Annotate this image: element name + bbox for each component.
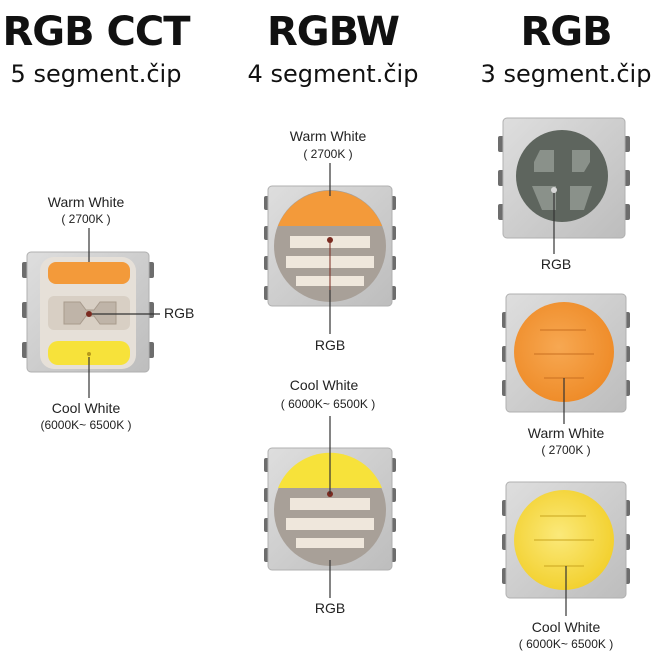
rgbcct-warm-segment	[48, 262, 130, 284]
rgb-warm-white-label: Warm White	[527, 425, 605, 441]
rgbcct-chip	[22, 251, 154, 373]
rgb-cool-white-temp: ( 6000K~ 6500K )	[518, 637, 614, 651]
rgbcct-warm-white-temp: ( 2700K )	[61, 212, 111, 226]
rgbw-chip-top	[264, 185, 396, 307]
column-title-rgbcct: RGB CCT	[2, 9, 190, 55]
rgb-chip-cool	[502, 481, 630, 599]
rgbw-rgb-label-top: RGB	[314, 337, 346, 353]
rgbcct-cool-white-label: Cool White	[51, 400, 121, 416]
rgbw-rgb-label-bottom: RGB	[314, 600, 346, 616]
column-title-rgbw: RGBW	[266, 9, 400, 55]
rgbw-cool-white-temp: ( 6000K~ 6500K )	[280, 397, 376, 411]
column-subtitle-rgbcct: 5 segment.čip	[10, 60, 182, 88]
rgbw-warm-white-temp: ( 2700K )	[303, 147, 353, 161]
rgbw-warm-white-label: Warm White	[289, 128, 367, 144]
rgbcct-cool-white-temp: (6000K~ 6500K )	[40, 418, 132, 432]
column-title-rgb: RGB	[520, 9, 612, 55]
rgb-rgb-label: RGB	[540, 256, 572, 272]
rgb-chip-warm	[502, 293, 630, 413]
rgb-cool-white-label: Cool White	[531, 619, 601, 635]
column-subtitle-rgbw: 4 segment.čip	[247, 60, 419, 88]
rgbcct-rgb-label: RGB	[164, 305, 195, 321]
rgbcct-warm-white-label: Warm White	[47, 194, 125, 210]
rgbw-cool-white-label: Cool White	[289, 377, 359, 393]
rgbcct-leader-lines	[88, 228, 160, 398]
rgbw-top-warm-segment	[278, 190, 382, 226]
rgb-chip-gray	[498, 117, 630, 239]
rgb-warm-white-temp: ( 2700K )	[541, 443, 591, 457]
column-subtitle-rgb: 3 segment.čip	[480, 60, 652, 88]
